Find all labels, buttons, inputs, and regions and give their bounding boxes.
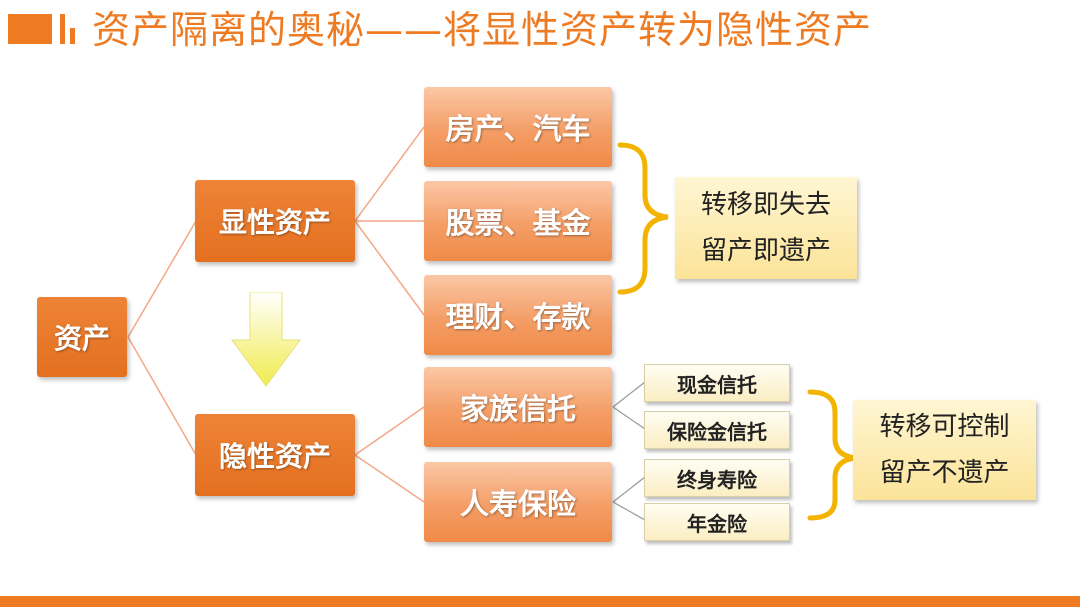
brace-implicit [807,389,857,521]
explicit-note: 转移即失去 留产即遗产 [675,177,857,279]
footer-bar [0,596,1080,607]
house-car-node: 房产、汽车 [424,87,612,167]
connector-root-implicit [127,336,197,456]
annuity-box: 年金险 [644,503,790,541]
connector-explicit-savings [354,220,425,316]
implicit-assets-node: 隐性资产 [195,414,355,496]
insurance-trust-box: 保险金信托 [644,411,790,449]
savings-node: 理财、存款 [424,275,612,355]
title-accent-block [8,14,52,44]
title-accent-bar-2 [70,28,75,44]
stock-fund-node: 股票、基金 [424,181,612,261]
explicit-note-line-2: 留产即遗产 [700,236,831,266]
life-insurance-node: 人寿保险 [424,462,612,542]
connector-trust-cash [612,381,646,408]
connector-explicit-house [354,126,425,222]
cash-trust-box: 现金信托 [644,364,790,402]
whole-life-box: 终身寿险 [644,459,790,497]
implicit-note-line-2: 留产不遗产 [879,458,1010,488]
connector-insurance-life [612,476,646,503]
implicit-note: 转移可控制 留产不遗产 [853,400,1036,500]
page-title: 资产隔离的奥秘——将显性资产转为隐性资产 [92,8,873,52]
connector-root-explicit [127,220,197,338]
explicit-assets-node: 显性资产 [195,180,355,262]
title-accent-bar-1 [60,14,65,44]
down-arrow-icon [231,292,301,387]
implicit-note-line-1: 转移可控制 [879,412,1010,442]
family-trust-node: 家族信托 [424,367,612,447]
brace-explicit [617,142,669,295]
explicit-note-line-1: 转移即失去 [700,190,831,220]
connector-trust-insurance [612,406,646,430]
connector-insurance-annuity [612,501,646,521]
connector-implicit-insurance [354,454,425,503]
connector-implicit-trust [354,406,425,456]
root-node: 资产 [37,297,127,377]
